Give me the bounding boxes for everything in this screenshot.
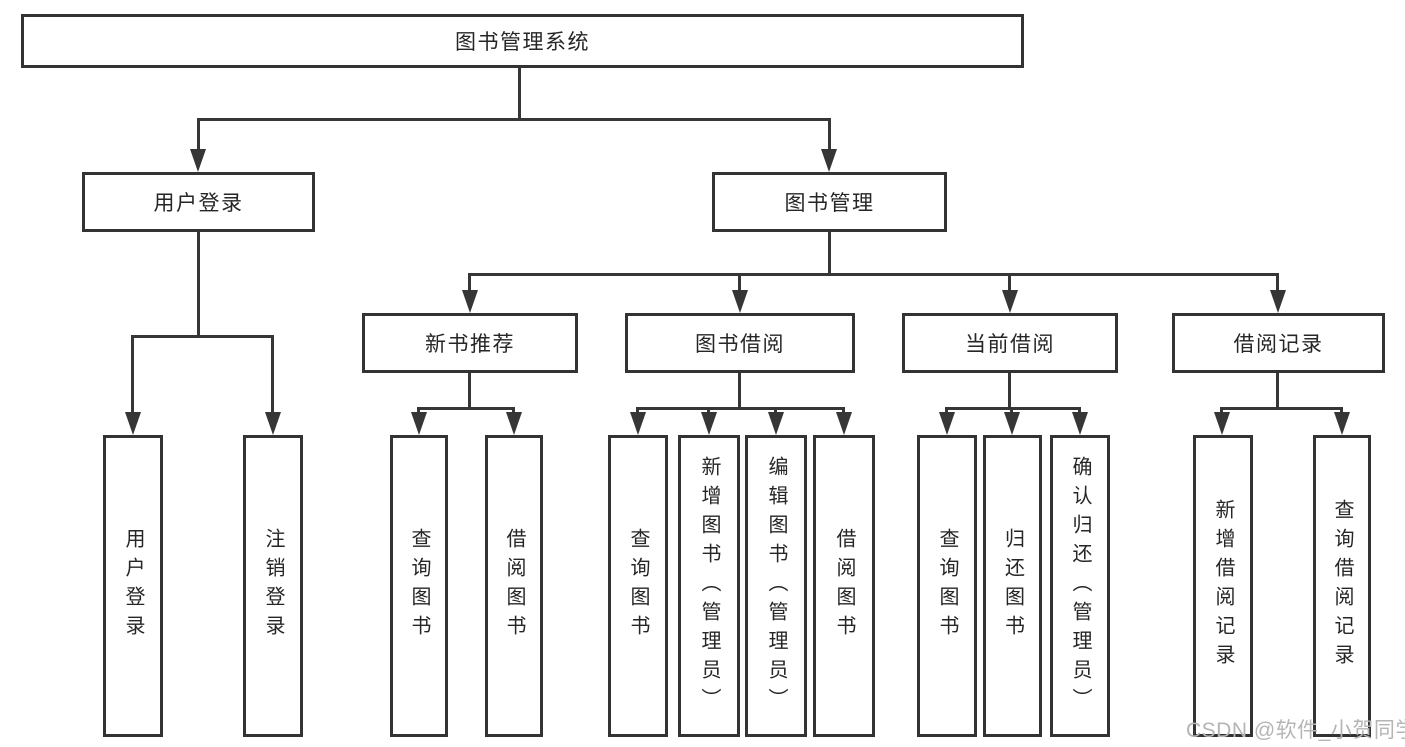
arrow-down-icon xyxy=(190,149,206,172)
connector-line xyxy=(131,335,134,413)
connector-line xyxy=(738,373,741,407)
node-user-login: 用户登录 xyxy=(82,172,315,232)
node-label: 注销登录 xyxy=(262,528,284,644)
connector-line xyxy=(707,407,710,413)
leaf-logout: 注销登录 xyxy=(243,435,303,737)
node-label: 图书借阅 xyxy=(695,333,785,356)
leaf-add-borrow-record: 新增借阅记录 xyxy=(1193,435,1253,737)
node-label: 当前借阅 xyxy=(965,333,1055,356)
arrow-down-icon xyxy=(1004,412,1020,435)
connector-line xyxy=(636,407,845,410)
leaf-borrow-books: 借阅图书 xyxy=(813,435,875,737)
arrow-down-icon xyxy=(701,412,717,435)
arrow-down-icon xyxy=(1002,290,1018,313)
node-label: 归还图书 xyxy=(1001,528,1024,644)
connector-line xyxy=(1008,273,1011,291)
node-library-system-root: 图书管理系统 xyxy=(21,14,1024,68)
leaf-confirm-return-admin: 确认归还（管理员） xyxy=(1050,435,1110,737)
connector-line xyxy=(1220,407,1223,413)
connector-line xyxy=(636,407,639,413)
node-label: 图书管理 xyxy=(784,192,875,215)
leaf-search-books-current: 查询图书 xyxy=(917,435,977,737)
connector-line xyxy=(1340,407,1343,413)
connector-line xyxy=(197,118,831,121)
connector-line xyxy=(945,407,1081,410)
arrow-down-icon xyxy=(768,412,784,435)
connector-line xyxy=(1276,373,1279,407)
node-label: 借阅图书 xyxy=(833,528,855,644)
arrow-down-icon xyxy=(836,412,852,435)
connector-line xyxy=(1078,407,1081,413)
leaf-search-books-borrow: 查询图书 xyxy=(608,435,668,737)
connector-line xyxy=(468,273,471,291)
connector-line xyxy=(1008,373,1011,407)
connector-line xyxy=(468,273,1279,276)
arrow-down-icon xyxy=(1214,412,1230,435)
node-book-borrowing: 图书借阅 xyxy=(625,313,855,373)
connector-line xyxy=(417,407,420,413)
connector-line xyxy=(828,232,831,273)
node-label: 图书管理系统 xyxy=(455,31,590,54)
node-label: 查询图书 xyxy=(627,528,649,644)
node-label: 确认归还（管理员） xyxy=(1069,455,1091,717)
arrow-down-icon xyxy=(411,412,427,435)
connector-line xyxy=(774,407,777,413)
leaf-edit-books-admin: 编辑图书（管理员） xyxy=(745,435,807,737)
node-label: 用户登录 xyxy=(153,192,244,215)
arrow-down-icon xyxy=(630,412,646,435)
connector-line xyxy=(1010,407,1013,413)
arrow-down-icon xyxy=(1334,412,1350,435)
node-label: 查询图书 xyxy=(936,528,958,644)
connector-line xyxy=(468,373,471,407)
connector-line xyxy=(1276,273,1279,291)
connector-line xyxy=(197,232,200,335)
arrow-down-icon xyxy=(732,290,748,313)
leaf-user-login: 用户登录 xyxy=(103,435,163,737)
connector-line xyxy=(518,68,521,118)
node-borrowing-records: 借阅记录 xyxy=(1172,313,1385,373)
arrow-down-icon xyxy=(821,149,837,172)
arrow-down-icon xyxy=(939,412,955,435)
leaf-borrow-books-recommend: 借阅图书 xyxy=(485,435,543,737)
arrow-down-icon xyxy=(1072,412,1088,435)
connector-line xyxy=(271,335,274,413)
connector-line xyxy=(1220,407,1343,410)
node-label: 查询图书 xyxy=(408,528,430,644)
connector-line xyxy=(842,407,845,413)
arrow-down-icon xyxy=(462,290,478,313)
node-label: 查询借阅记录 xyxy=(1331,499,1353,673)
connector-line xyxy=(945,407,948,413)
node-current-borrowing: 当前借阅 xyxy=(902,313,1118,373)
connector-line xyxy=(512,407,515,413)
node-label: 编辑图书（管理员） xyxy=(765,455,787,717)
node-label: 借阅图书 xyxy=(503,528,525,644)
node-label: 新增图书（管理员） xyxy=(698,455,720,717)
node-label: 新书推荐 xyxy=(425,333,515,356)
leaf-return-books: 归还图书 xyxy=(983,435,1042,737)
node-new-book-recommendation: 新书推荐 xyxy=(362,313,578,373)
connector-line xyxy=(197,118,200,150)
watermark: CSDN @软件_小贺同学 xyxy=(1186,719,1405,742)
connector-line xyxy=(738,273,741,291)
node-book-management: 图书管理 xyxy=(712,172,947,232)
leaf-add-books-admin: 新增图书（管理员） xyxy=(678,435,740,737)
connector-line xyxy=(828,118,831,150)
node-label: 借阅记录 xyxy=(1233,333,1324,356)
connector-line xyxy=(417,407,515,410)
leaf-search-borrow-record: 查询借阅记录 xyxy=(1313,435,1371,737)
arrow-down-icon xyxy=(506,412,522,435)
arrow-down-icon xyxy=(265,412,281,435)
arrow-down-icon xyxy=(125,412,141,435)
arrow-down-icon xyxy=(1270,290,1286,313)
node-label: 新增借阅记录 xyxy=(1212,499,1234,673)
connector-line xyxy=(131,335,274,338)
node-label: 用户登录 xyxy=(122,528,144,644)
leaf-search-books-recommend: 查询图书 xyxy=(390,435,448,737)
